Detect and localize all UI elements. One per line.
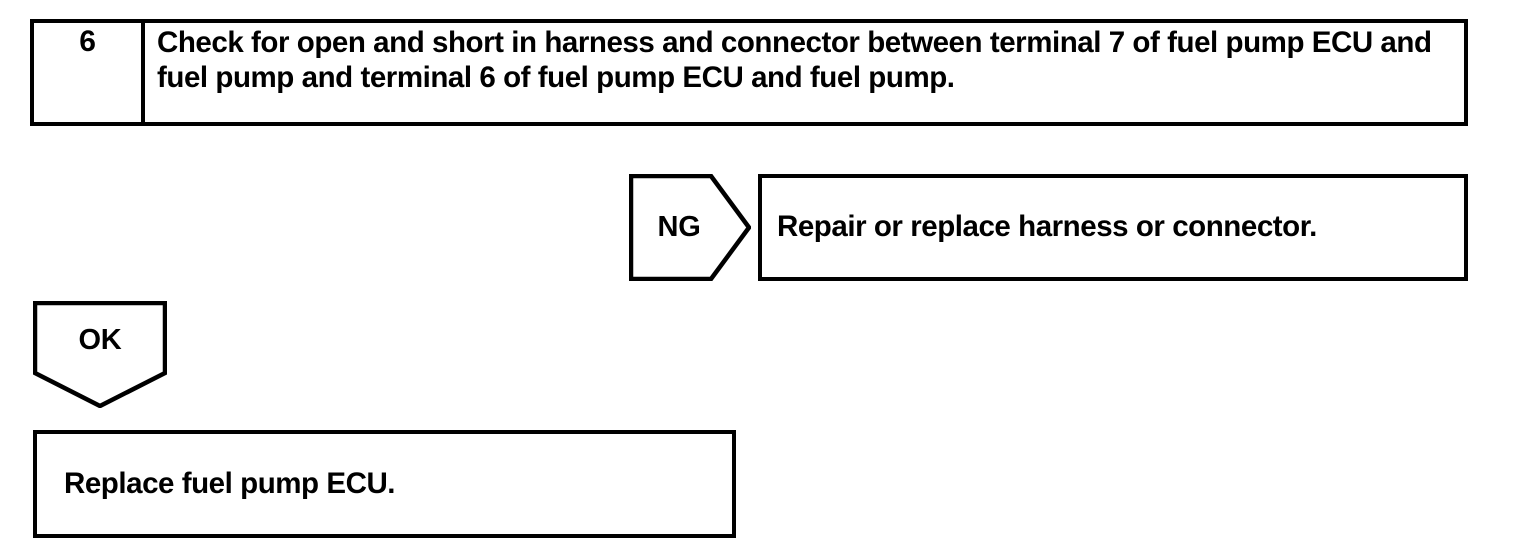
step-table: 6 Check for open and short in harness an…	[30, 19, 1468, 126]
ng-tag-label: NG	[657, 211, 701, 243]
step-number-cell: 6	[34, 23, 145, 122]
ng-arrow-tag: NG	[629, 174, 751, 281]
ng-arrow-shape	[629, 174, 751, 281]
ok-result-box: Replace fuel pump ECU.	[33, 430, 736, 538]
step-description-cell: Check for open and short in harness and …	[145, 23, 1464, 122]
ng-result-text: Repair or replace harness or connector.	[777, 210, 1317, 244]
ok-arrow-shape	[33, 301, 167, 408]
ok-result-text: Replace fuel pump ECU.	[64, 466, 396, 500]
ok-tag-label: OK	[78, 323, 122, 356]
ng-result-box: Repair or replace harness or connector.	[758, 174, 1468, 281]
step-description-text: Check for open and short in harness and …	[157, 26, 1432, 94]
ok-arrow-tag: OK	[33, 301, 167, 408]
step-number: 6	[79, 25, 96, 58]
